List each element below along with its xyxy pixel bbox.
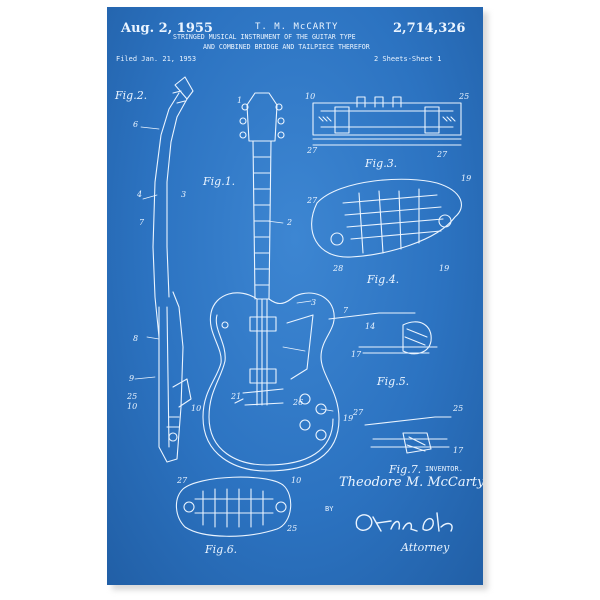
svg-text:10: 10 xyxy=(291,476,301,485)
svg-text:27: 27 xyxy=(352,408,364,417)
svg-text:2: 2 xyxy=(286,218,292,227)
inventor-label: INVENTOR. xyxy=(425,465,463,473)
patent-title-line1: STRINGED MUSICAL INSTRUMENT OF THE GUITA… xyxy=(173,33,356,41)
svg-text:10: 10 xyxy=(305,92,315,101)
fig-1-label: Fig.1. xyxy=(203,175,236,188)
by-label: BY xyxy=(325,505,334,513)
svg-text:1: 1 xyxy=(237,96,242,105)
figure-3-bridge-detail xyxy=(312,96,462,146)
fig-5-label: Fig.5. xyxy=(377,375,410,388)
svg-text:27: 27 xyxy=(306,196,318,205)
svg-text:8: 8 xyxy=(133,334,138,343)
svg-text:21: 21 xyxy=(230,392,241,401)
svg-text:17: 17 xyxy=(351,350,362,359)
svg-text:6: 6 xyxy=(133,120,138,129)
svg-text:27: 27 xyxy=(176,476,188,485)
filed-date: Filed Jan. 21, 1953 xyxy=(116,55,197,63)
svg-text:10: 10 xyxy=(127,402,137,411)
svg-text:25: 25 xyxy=(458,92,469,101)
svg-text:4: 4 xyxy=(136,190,142,199)
svg-text:7: 7 xyxy=(139,218,145,227)
svg-text:14: 14 xyxy=(365,322,375,331)
blueprint-poster: Aug. 2, 1955 T. M. McCARTY 2,714,326 STR… xyxy=(107,7,483,585)
figure-1-front-view xyxy=(202,92,340,472)
svg-text:17: 17 xyxy=(453,446,464,455)
svg-text:27: 27 xyxy=(306,146,318,155)
svg-text:25: 25 xyxy=(286,524,297,533)
sheet-count: 2 Sheets-Sheet 1 xyxy=(374,55,442,63)
svg-text:7: 7 xyxy=(343,306,349,315)
fig-2-label: Fig.2. xyxy=(115,89,148,102)
figure-2-side-view xyxy=(152,76,194,463)
patent-title-line2: AND COMBINED BRIDGE AND TAILPIECE THEREF… xyxy=(203,43,370,51)
svg-text:28: 28 xyxy=(332,264,343,273)
fig-4-label: Fig.4. xyxy=(367,273,400,286)
svg-text:10: 10 xyxy=(191,404,201,413)
svg-text:25: 25 xyxy=(126,392,137,401)
patent-date: Aug. 2, 1955 xyxy=(121,21,213,36)
attorney-label: Attorney xyxy=(401,541,450,554)
fig-6-label: Fig.6. xyxy=(205,543,238,556)
fig-7-label: Fig.7. xyxy=(389,463,422,476)
svg-text:25: 25 xyxy=(452,404,463,413)
svg-text:26: 26 xyxy=(292,398,303,407)
figure-5-cross-section xyxy=(328,312,438,355)
svg-text:3: 3 xyxy=(181,190,186,199)
patent-number: 2,714,326 xyxy=(393,21,466,36)
figure-6-tailpiece xyxy=(175,476,292,537)
attorney-signature xyxy=(355,512,453,532)
svg-text:3: 3 xyxy=(311,298,316,307)
svg-text:9: 9 xyxy=(129,374,134,383)
inventor-name: Theodore M. McCarty xyxy=(339,475,483,490)
reference-numerals xyxy=(134,126,334,412)
figure-4-bridge-perspective xyxy=(311,178,462,258)
figure-7-cross-section xyxy=(364,416,452,454)
svg-text:19: 19 xyxy=(439,264,449,273)
fig-3-label: Fig.3. xyxy=(365,157,398,170)
svg-text:19: 19 xyxy=(461,174,471,183)
svg-text:19: 19 xyxy=(343,414,353,423)
svg-text:27: 27 xyxy=(436,150,448,159)
inventor-short-name: T. M. McCARTY xyxy=(255,22,339,32)
